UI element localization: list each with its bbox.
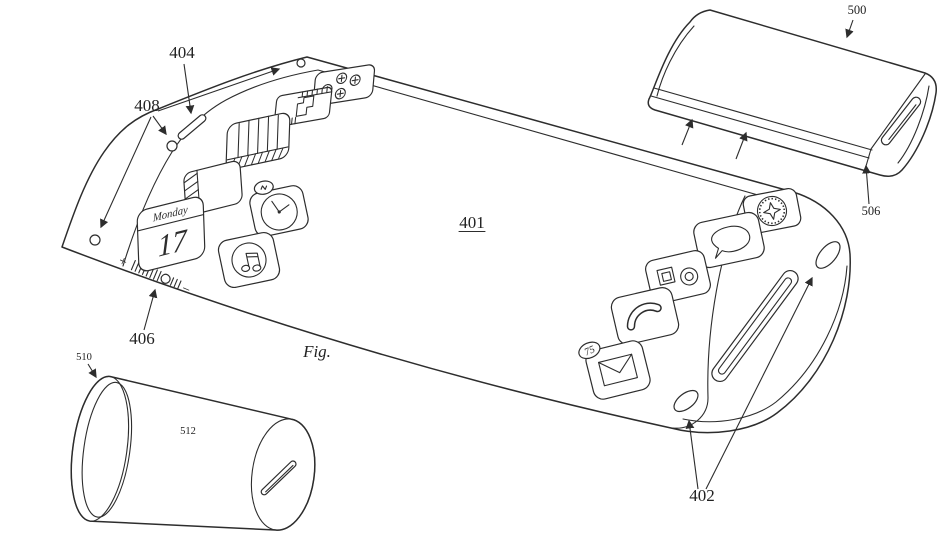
front-opening-bottom bbox=[90, 235, 100, 245]
pointer-arrow-right bbox=[736, 133, 746, 159]
label-512: 512 bbox=[180, 426, 196, 437]
label-408: 408 bbox=[134, 96, 160, 115]
label-401: 401 bbox=[459, 213, 485, 232]
label-506: 506 bbox=[862, 204, 881, 218]
cylindrical-device bbox=[63, 373, 324, 534]
front-opening-top bbox=[297, 59, 305, 67]
leader-arrow-510 bbox=[88, 364, 96, 377]
companion-device bbox=[648, 10, 936, 176]
label-406: 406 bbox=[129, 329, 155, 348]
front-opening-middle bbox=[167, 141, 177, 151]
pointer-arrow-left bbox=[682, 120, 692, 145]
label-510: 510 bbox=[76, 352, 92, 363]
cylinder-body bbox=[63, 373, 324, 534]
companion-device-outline bbox=[648, 10, 936, 176]
label-402: 402 bbox=[689, 486, 715, 505]
label-404: 404 bbox=[169, 43, 195, 62]
leader-arrow-500 bbox=[847, 20, 853, 37]
leader-arrow-406 bbox=[144, 290, 155, 330]
figure-caption: Fig. bbox=[302, 342, 331, 361]
label-500: 500 bbox=[848, 3, 867, 17]
